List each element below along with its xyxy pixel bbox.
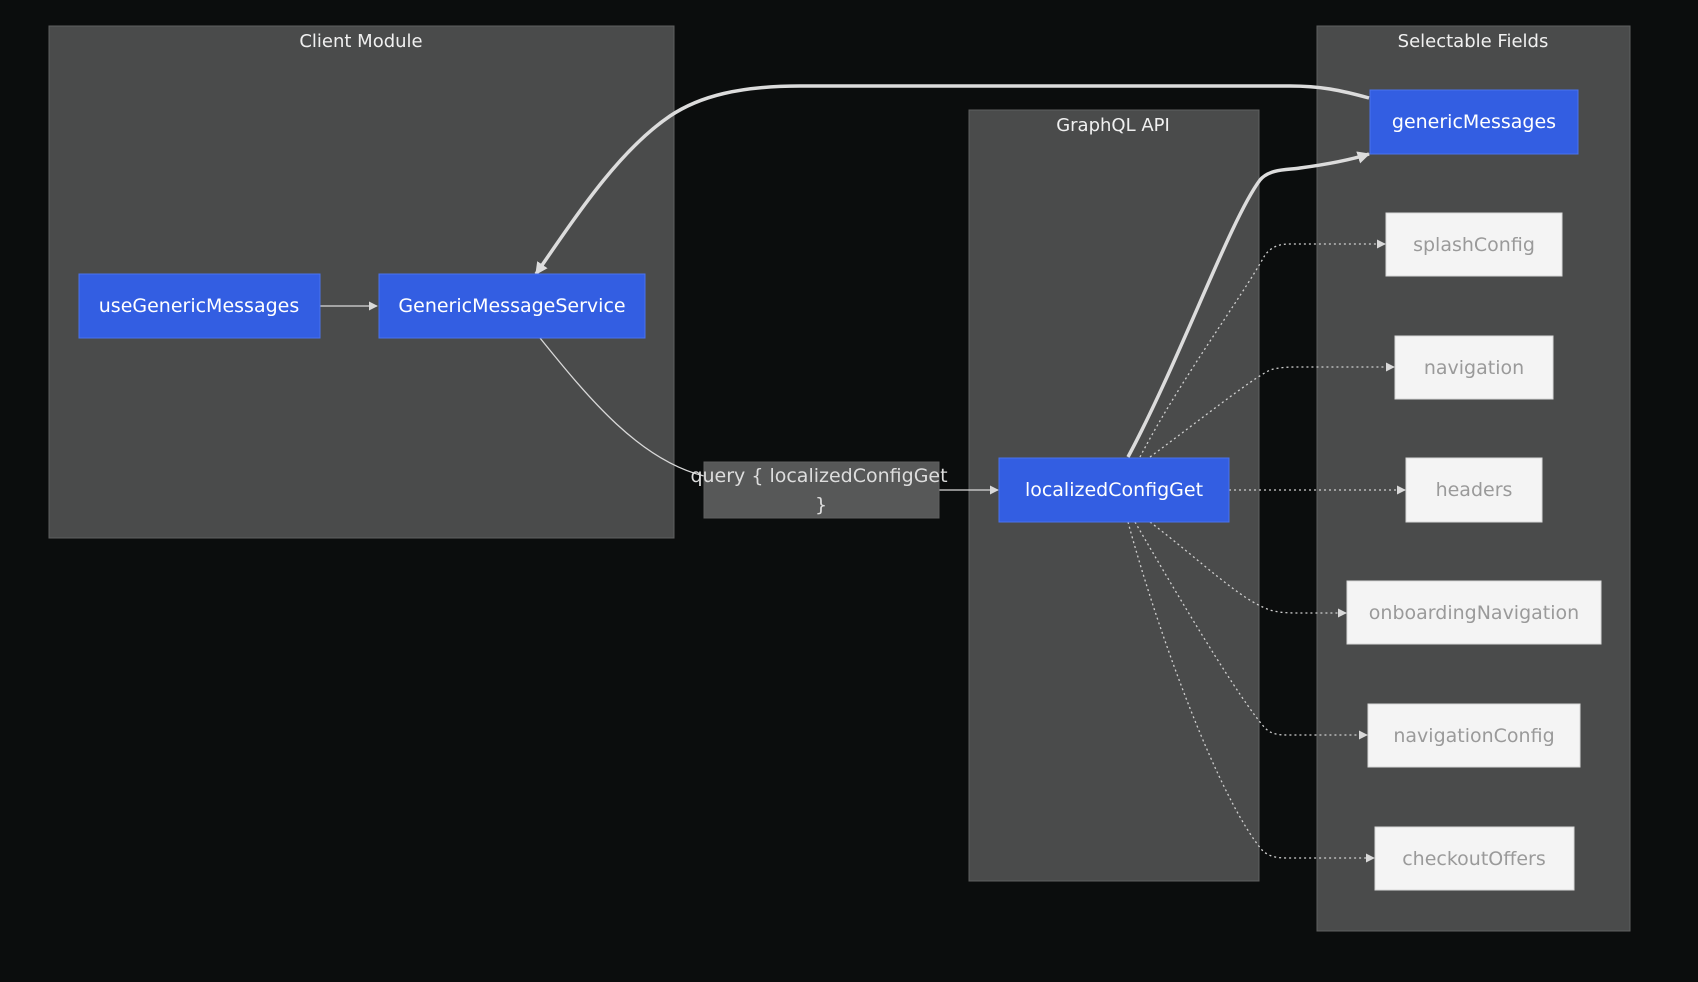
query-label-line1: query { localizedConfigGet	[690, 465, 947, 487]
node-label-checkout-offers: checkoutOffers	[1402, 848, 1546, 870]
query-label: query { localizedConfigGet }	[690, 461, 948, 519]
node-use-generic-messages[interactable]: useGenericMessages	[78, 273, 321, 339]
query-label-line2: }	[815, 494, 827, 516]
node-label-generic-message-service: GenericMessageService	[398, 295, 625, 317]
edge-resolver-to-splash-config	[1139, 239, 1386, 458]
node-navigation[interactable]: navigation	[1394, 335, 1554, 400]
node-label-splash-config: splashConfig	[1413, 234, 1535, 256]
edges	[320, 84, 1406, 863]
node-label-navigation-config: navigationConfig	[1393, 725, 1554, 747]
cluster-title-client-module: Client Module	[299, 31, 422, 52]
edge-resolver-to-generic-messages	[1126, 151, 1371, 458]
node-checkout-offers[interactable]: checkoutOffers	[1374, 826, 1575, 891]
node-onboarding-navigation[interactable]: onboardingNavigation	[1346, 580, 1602, 645]
edge-generic-messages-to-service	[534, 84, 1370, 276]
node-localized-config-get[interactable]: localizedConfigGet	[998, 457, 1230, 523]
node-generic-messages[interactable]: genericMessages	[1369, 89, 1579, 155]
edge-service-to-query	[539, 337, 705, 477]
node-label-headers: headers	[1436, 479, 1513, 501]
node-label-use-generic-messages: useGenericMessages	[99, 295, 299, 317]
node-splash-config[interactable]: splashConfig	[1385, 212, 1563, 277]
node-label-onboarding-navigation: onboardingNavigation	[1369, 602, 1579, 624]
edge-resolver-to-navigation-config	[1134, 521, 1368, 740]
cluster-title-selectable-fields: Selectable Fields	[1398, 31, 1549, 52]
node-label-generic-messages: genericMessages	[1392, 111, 1556, 133]
cluster-title-graphql-api: GraphQL API	[1056, 115, 1170, 136]
node-label-navigation: navigation	[1424, 357, 1524, 379]
node-headers[interactable]: headers	[1405, 457, 1543, 523]
node-label-localized-config-get: localizedConfigGet	[1025, 479, 1203, 501]
edge-resolver-to-onboarding-navigation	[1149, 521, 1347, 618]
node-generic-message-service[interactable]: GenericMessageService	[378, 273, 646, 339]
node-navigation-config[interactable]: navigationConfig	[1367, 703, 1581, 768]
